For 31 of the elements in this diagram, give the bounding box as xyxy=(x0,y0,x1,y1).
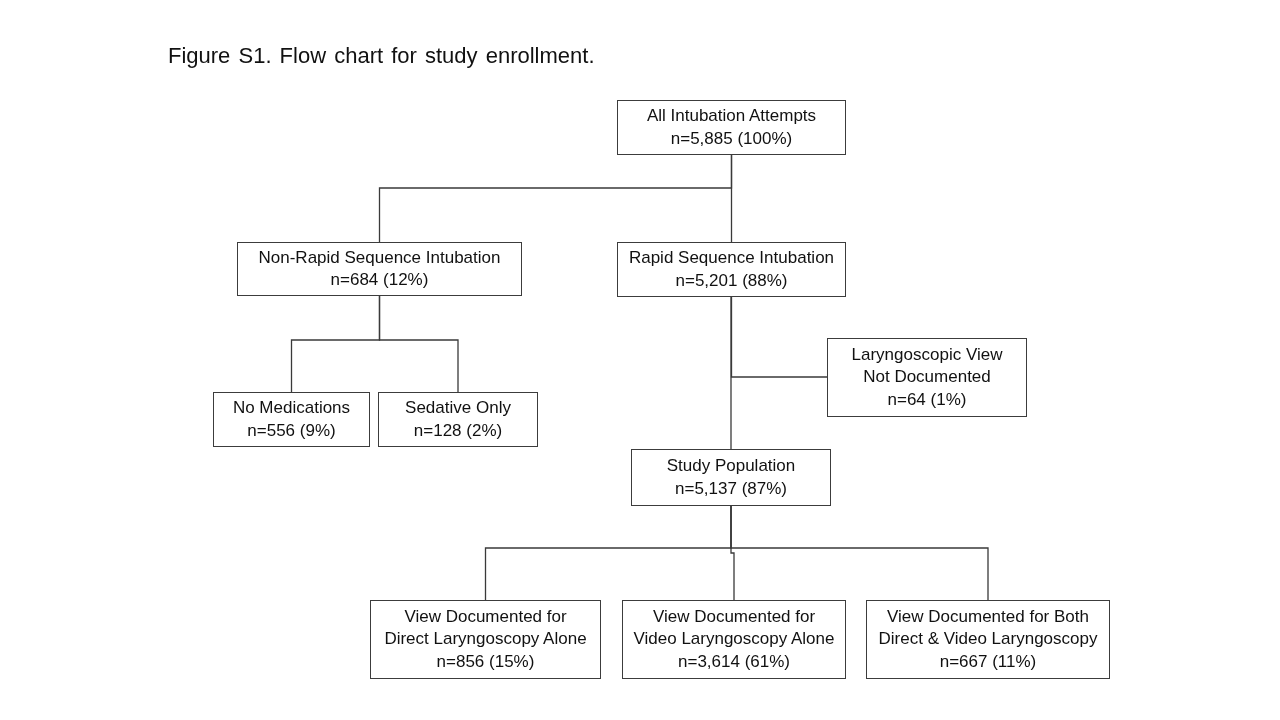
count-text: n=5,885 (100%) xyxy=(670,127,793,150)
box-title: All Intubation Attempts xyxy=(646,105,817,127)
box-title: Non-Rapid Sequence Intubation xyxy=(258,246,501,269)
box-title: Rapid Sequence Intubation xyxy=(628,247,835,269)
process-box xyxy=(866,600,1110,679)
box-title: No Medications xyxy=(232,397,351,419)
figure-title: Figure S1. Flow chart for study enrollment. xyxy=(168,43,595,69)
connector-line xyxy=(730,505,989,601)
count-text: n=684 (12%) xyxy=(330,269,429,291)
process-box xyxy=(631,449,831,506)
count-text: n=128 (2%) xyxy=(413,419,503,442)
process-box xyxy=(378,392,538,447)
connector-line xyxy=(730,154,733,243)
count-text: n=856 (15%) xyxy=(435,650,536,673)
connector-line xyxy=(730,296,732,450)
count-text: n=64 (1%) xyxy=(886,388,968,411)
box-title: Study Population xyxy=(666,455,796,477)
process-box xyxy=(370,600,601,679)
process-box xyxy=(827,338,1027,417)
process-box xyxy=(617,100,846,155)
count-text: n=556 (9%) xyxy=(247,419,336,442)
process-box xyxy=(213,392,370,447)
count-text: n=5,137 (87%) xyxy=(675,477,787,500)
box-title: Sedative Only xyxy=(405,397,511,419)
process-box xyxy=(617,242,846,297)
count-text: n=667 (11%) xyxy=(938,650,1038,673)
count-text: n=3,614 (61%) xyxy=(677,650,791,673)
process-box xyxy=(237,242,522,296)
process-box xyxy=(622,600,846,679)
connector-line xyxy=(378,295,459,393)
count-text: n=5,201 (88%) xyxy=(675,269,788,292)
